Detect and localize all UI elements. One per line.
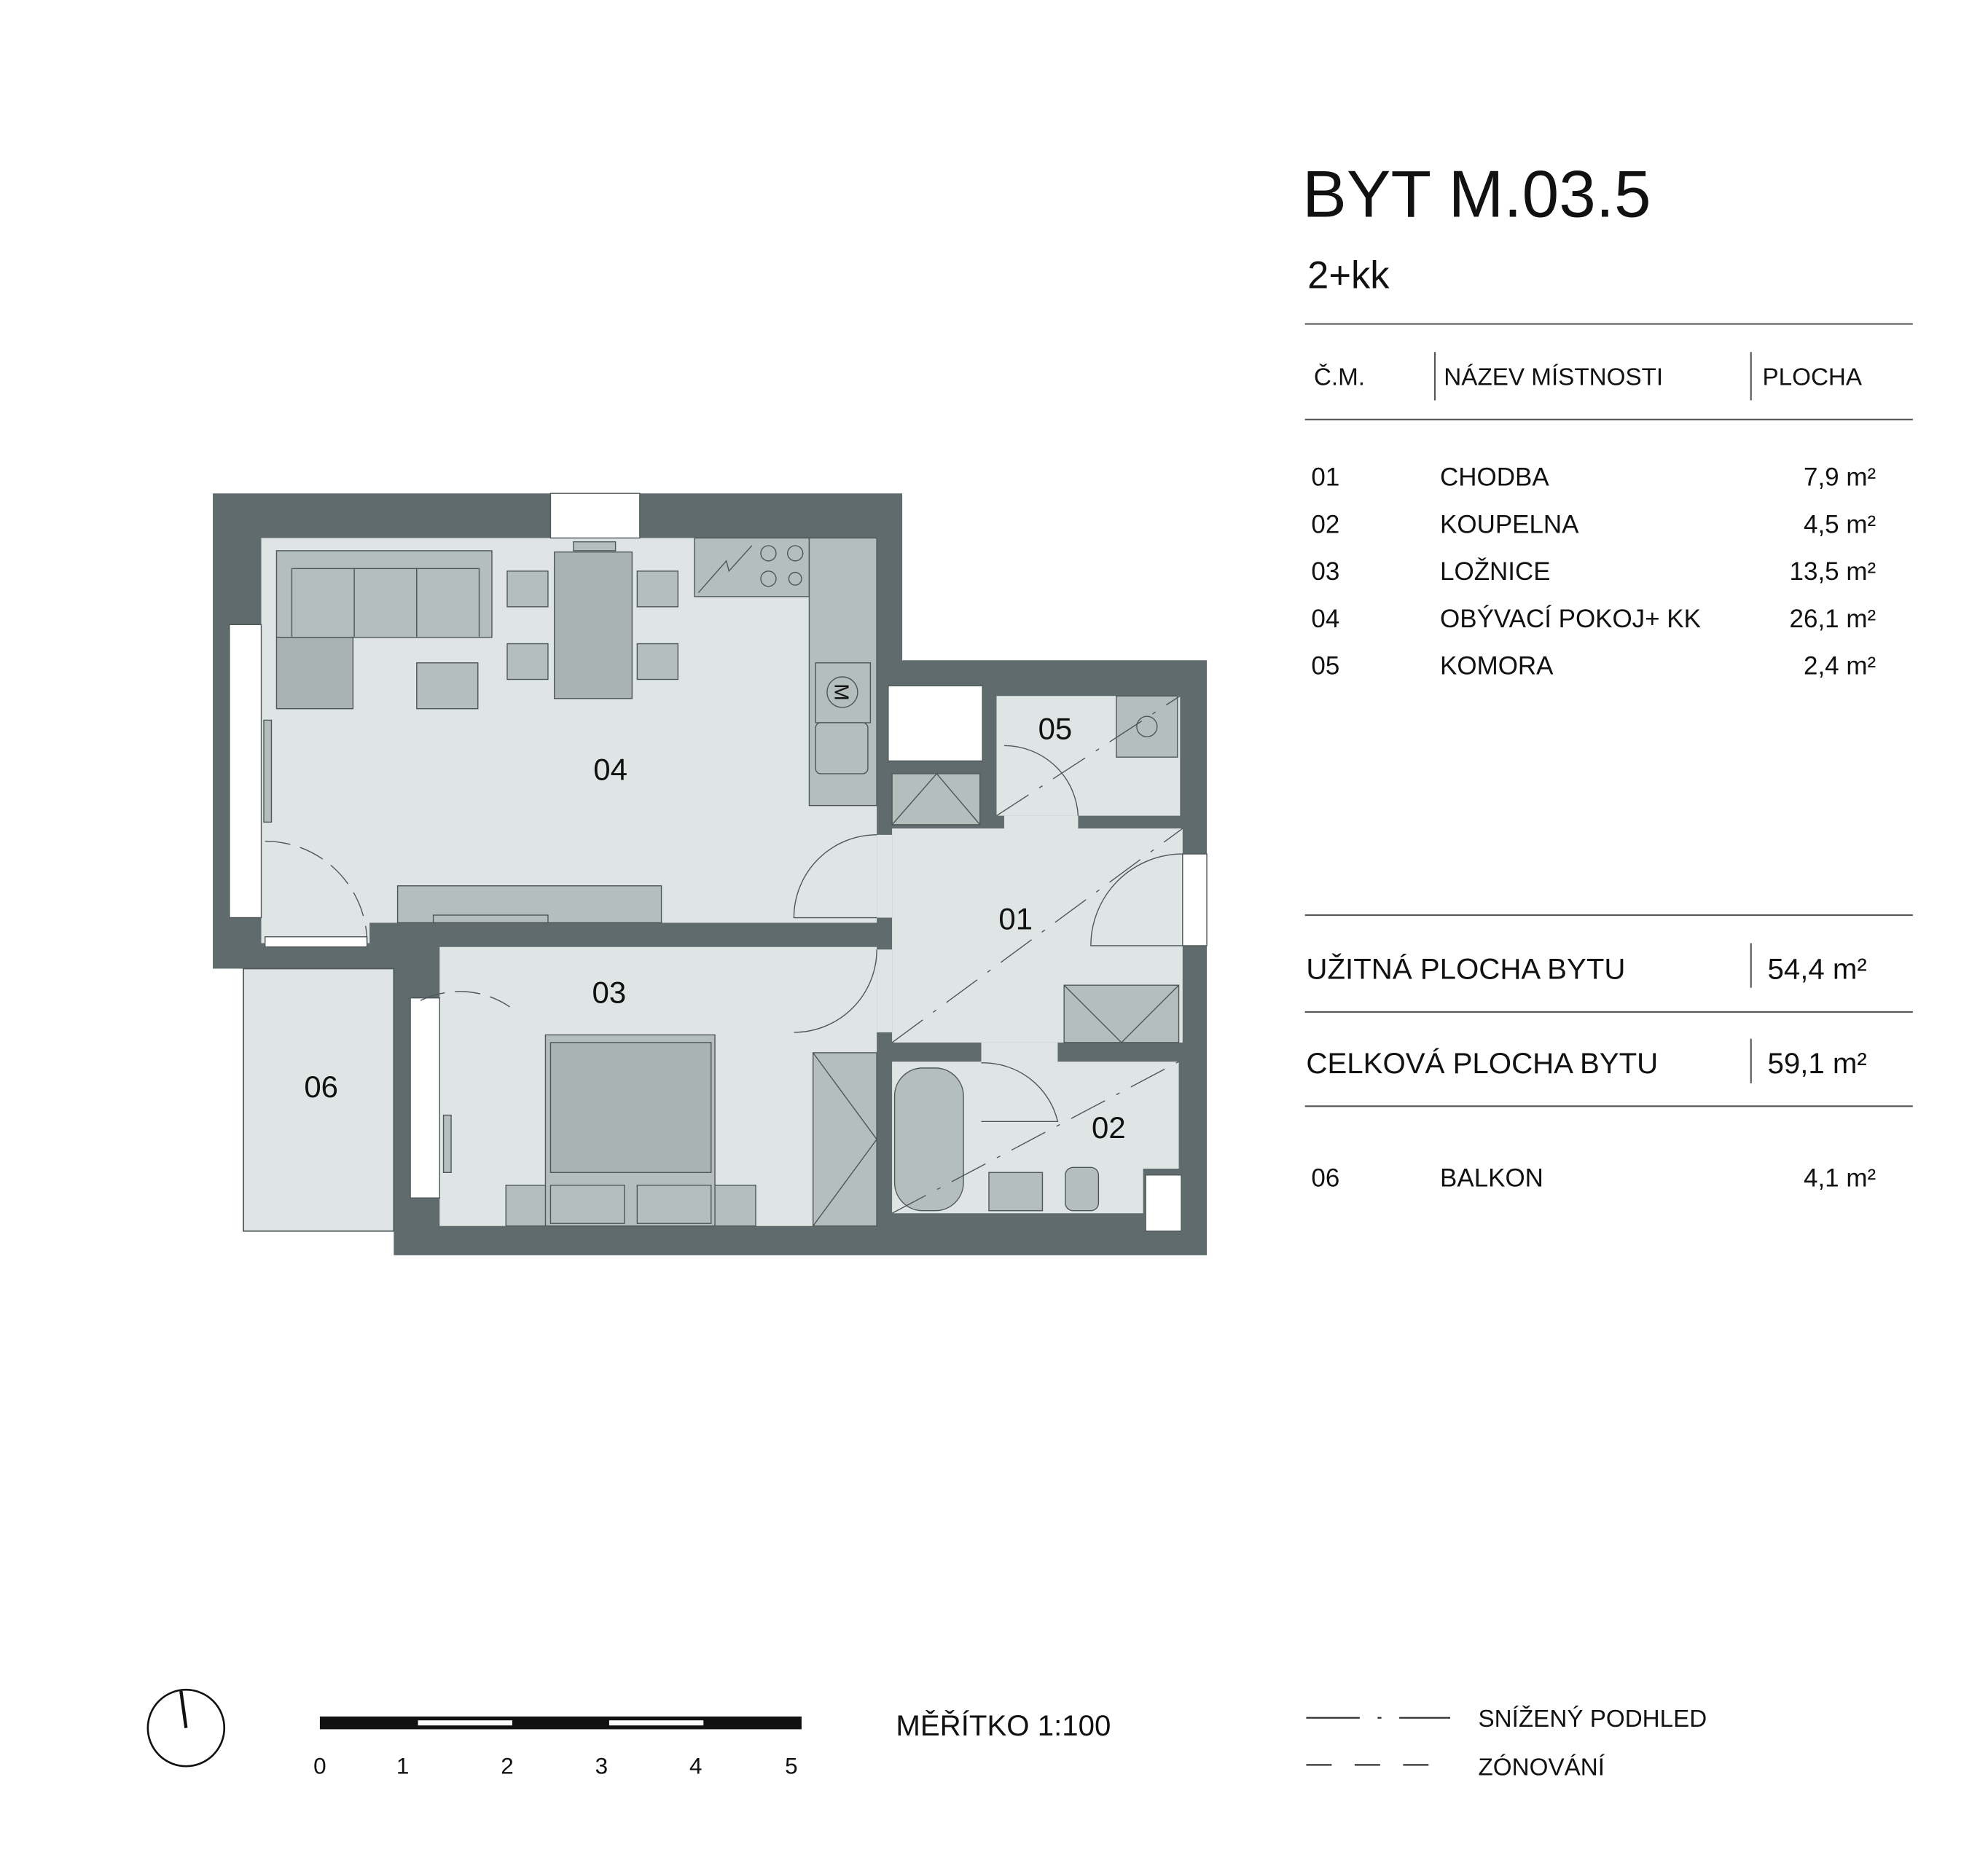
shaft xyxy=(888,685,983,762)
col-header-name: NÁZEV MÍSTNOSTI xyxy=(1444,364,1663,391)
door-opening xyxy=(1003,815,1079,831)
room-label-02: 02 xyxy=(1092,1110,1126,1145)
dining-table xyxy=(506,541,679,699)
floor-plan: M xyxy=(213,493,1208,1255)
table-row: 06 BALKON 4,1 m² xyxy=(1311,1164,1876,1192)
room-number: 03 xyxy=(1311,557,1339,586)
room-name: CHODBA xyxy=(1440,463,1549,492)
room-area: 13,5 m² xyxy=(1790,557,1877,586)
scale-tick: 3 xyxy=(595,1754,608,1779)
room-label-06: 06 xyxy=(304,1070,338,1104)
scale-tick: 1 xyxy=(396,1754,410,1779)
scale-tick: 2 xyxy=(501,1754,514,1779)
room-label-04: 04 xyxy=(593,753,627,787)
room-label-05: 05 xyxy=(1038,712,1073,746)
room-number: 01 xyxy=(1311,463,1339,492)
boiler xyxy=(1116,695,1178,758)
radiator xyxy=(263,719,273,823)
room-area: 4,5 m² xyxy=(1804,510,1876,538)
total-area-value: 59,1 m² xyxy=(1767,1047,1866,1080)
door-opening xyxy=(877,949,893,1032)
window xyxy=(229,624,262,919)
scale-bar xyxy=(319,1716,802,1730)
usable-area-value: 54,4 m² xyxy=(1767,952,1866,985)
window xyxy=(265,936,368,948)
shaft xyxy=(1145,1174,1182,1232)
usable-area-label: UŽITNÁ PLOCHA BYTU xyxy=(1306,952,1625,985)
legend-lowered-ceiling: SNÍŽENÝ PODHLED xyxy=(1479,1706,1707,1733)
table-row: 03 LOŽNICE 13,5 m² xyxy=(1311,557,1876,586)
scale-tick: 4 xyxy=(689,1754,703,1779)
room-06-balcony xyxy=(243,968,395,1232)
apartment-title: BYT M.03.5 xyxy=(1302,158,1651,232)
room-number: 06 xyxy=(1311,1164,1339,1192)
table-row: 04 OBÝVACÍ POKOJ+ KK 26,1 m² xyxy=(1311,605,1876,633)
window xyxy=(410,997,441,1199)
table-row: 02 KOUPELNA 4,5 m² xyxy=(1311,510,1876,538)
scale-label: MĚŘÍTKO 1:100 xyxy=(896,1709,1111,1742)
scale-ticks: 0 1 2 3 4 5 xyxy=(313,1754,798,1779)
scale-tick: 0 xyxy=(313,1754,326,1779)
room-label-03: 03 xyxy=(592,976,627,1010)
bed xyxy=(505,1034,756,1227)
window xyxy=(549,493,641,539)
room-area: 7,9 m² xyxy=(1804,463,1876,492)
room-area: 2,4 m² xyxy=(1804,652,1876,680)
table-row: 05 KOMORA 2,4 m² xyxy=(1311,652,1876,680)
room-name: BALKON xyxy=(1440,1164,1543,1192)
room-name: LOŽNICE xyxy=(1440,557,1551,586)
room-number: 04 xyxy=(1311,605,1339,633)
room-table: 01 CHODBA 7,9 m² 02 KOUPELNA 4,5 m² 03 L… xyxy=(1311,463,1876,680)
room-area: 26,1 m² xyxy=(1790,605,1877,633)
scale-tick: 5 xyxy=(785,1754,798,1779)
room-area: 4,1 m² xyxy=(1804,1164,1876,1192)
radiator xyxy=(442,1114,452,1173)
sofa xyxy=(275,550,493,710)
col-header-area: PLOCHA xyxy=(1762,364,1862,391)
door-swings xyxy=(265,695,1183,1214)
room-number: 05 xyxy=(1311,652,1339,680)
north-arrow-icon xyxy=(146,1688,226,1768)
room-label-01: 01 xyxy=(998,901,1033,936)
toilet xyxy=(1065,1166,1100,1212)
table-row: 01 CHODBA 7,9 m² xyxy=(1311,463,1876,492)
window xyxy=(1182,853,1208,946)
door-opening xyxy=(877,834,893,918)
room-name: KOUPELNA xyxy=(1440,510,1579,538)
sink xyxy=(988,1172,1044,1212)
door-opening xyxy=(981,1042,1058,1063)
bathtub xyxy=(893,1067,964,1212)
room-name: OBÝVACÍ POKOJ+ KK xyxy=(1440,605,1701,633)
microwave-icon: M xyxy=(830,683,853,700)
wardrobe xyxy=(812,1052,877,1227)
room-name: KOMORA xyxy=(1440,652,1554,680)
total-area-label: CELKOVÁ PLOCHA BYTU xyxy=(1306,1047,1658,1080)
kitchen-counter: M xyxy=(694,537,877,807)
hall-wardrobe xyxy=(891,772,1180,1043)
apartment-layout: 2+kk xyxy=(1307,255,1390,297)
legend-zoning: ZÓNOVÁNÍ xyxy=(1479,1753,1605,1781)
col-header-number: Č.M. xyxy=(1314,364,1365,391)
room-number: 02 xyxy=(1311,510,1339,538)
